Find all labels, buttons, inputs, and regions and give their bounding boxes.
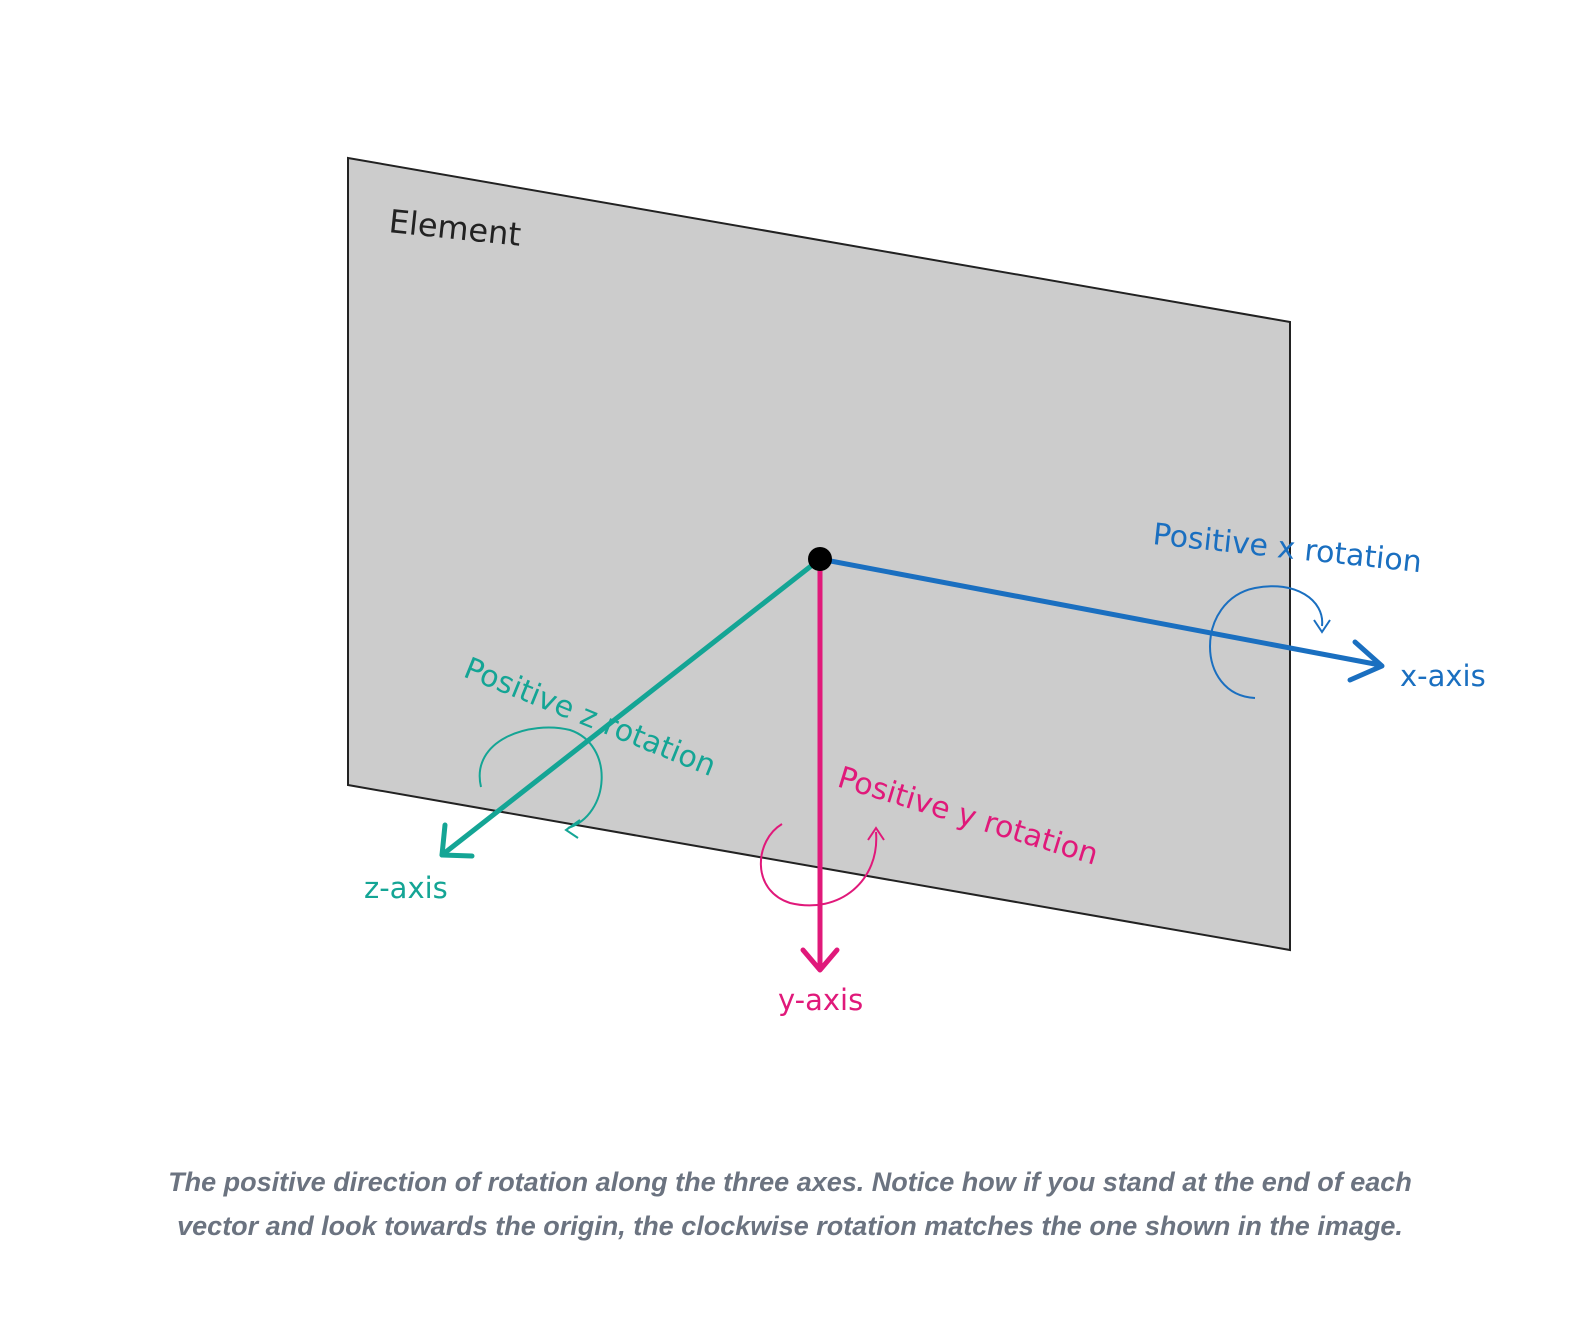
rotation-axes-diagram: Element Positive x rotation x-axis Posit…: [347, 156, 1486, 1017]
z-rotation-arrowhead: [564, 819, 581, 839]
y-axis-label: y-axis: [778, 983, 863, 1017]
caption-line-2: vector and look towards the origin, the …: [177, 1211, 1403, 1241]
z-axis-arrowhead: [439, 822, 475, 859]
origin-point: [808, 547, 832, 571]
z-axis-label: z-axis: [364, 871, 448, 905]
y-rotation-arrowhead: [867, 826, 885, 841]
x-rotation-arrow: [1209, 585, 1324, 699]
x-rotation-arrowhead: [1313, 619, 1331, 634]
y-axis-arrowhead: [800, 947, 840, 973]
x-axis-label: x-axis: [1400, 659, 1486, 693]
y-rotation-arrow: [759, 823, 878, 907]
caption-line-1: The positive direction of rotation along…: [168, 1167, 1412, 1197]
z-rotation-arrow: [478, 726, 603, 829]
z-axis-line: [439, 556, 823, 858]
x-axis-arrowhead: [1347, 639, 1385, 683]
x-axis-line: [817, 556, 1383, 668]
figure-caption: The positive direction of rotation along…: [60, 1160, 1520, 1248]
